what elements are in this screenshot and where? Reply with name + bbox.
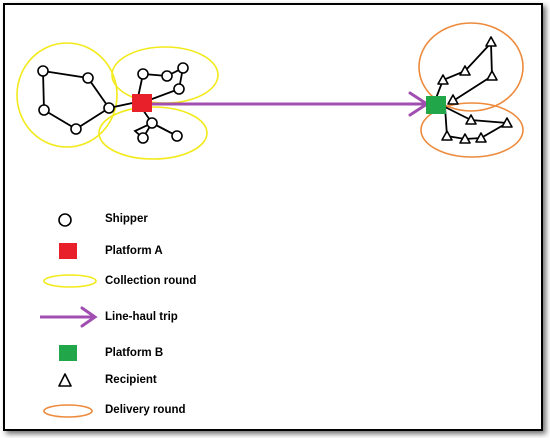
route-edges (42, 40, 510, 140)
shipper-node (171, 130, 183, 142)
recipient-node (485, 36, 497, 47)
line-haul-arrow (151, 91, 430, 117)
recipient-node (459, 65, 471, 76)
legend-label-line-haul: Line-haul trip (105, 311, 178, 323)
legend-label-delivery-round: Delivery round (105, 404, 186, 416)
legend-label-platform-a: Platform A (105, 245, 163, 257)
delivery-round-ellipse (418, 22, 524, 112)
legend-delivery-round-icon (43, 404, 93, 418)
collection-round-ellipse (16, 42, 118, 148)
shipper-node (137, 68, 149, 80)
legend-line-haul-icon (40, 306, 98, 328)
recipient-node (459, 133, 471, 144)
legend-platform-b-icon (59, 345, 77, 361)
legend-label-platform-b: Platform B (105, 347, 164, 359)
shipper-node (82, 72, 94, 84)
shipper-node (103, 102, 115, 114)
legend-collection-round-icon (43, 274, 97, 288)
recipient-node (501, 117, 513, 128)
logistics-network-diagram (16, 22, 524, 418)
legend-label-shipper: Shipper (105, 213, 148, 225)
legend-label-recipient: Recipient (105, 374, 157, 386)
legend-recipient-icon (58, 373, 72, 387)
diagram-frame: Shipper Platform A Collection round Line… (3, 3, 543, 431)
shipper-node (146, 117, 158, 129)
recipient-node (437, 74, 449, 85)
shipper-node (38, 104, 50, 116)
legend-shipper-icon (58, 213, 72, 227)
legend-platform-a-icon (59, 243, 77, 259)
shipper-node (177, 62, 189, 74)
recipient-node (486, 70, 498, 81)
shipper-node (37, 65, 49, 77)
shippers (37, 62, 189, 144)
collection-rounds (16, 42, 219, 160)
recipient-node (465, 114, 477, 125)
shipper-node (161, 70, 173, 82)
collection-route-edge (42, 70, 111, 131)
shipper-node (137, 132, 149, 144)
shipper-node (70, 123, 82, 135)
platform-a-node (132, 94, 152, 112)
recipients (437, 36, 513, 144)
legend-label-collection-round: Collection round (105, 275, 197, 287)
delivery-rounds (418, 22, 524, 158)
recipient-node (475, 132, 487, 143)
recipient-node (447, 94, 459, 105)
collection-round-ellipse (98, 106, 208, 160)
legend-symbols (40, 213, 98, 418)
shipper-node (173, 83, 185, 95)
platform-b-node (426, 96, 446, 114)
recipient-node (441, 130, 453, 141)
delivery-round-ellipse (420, 102, 524, 158)
